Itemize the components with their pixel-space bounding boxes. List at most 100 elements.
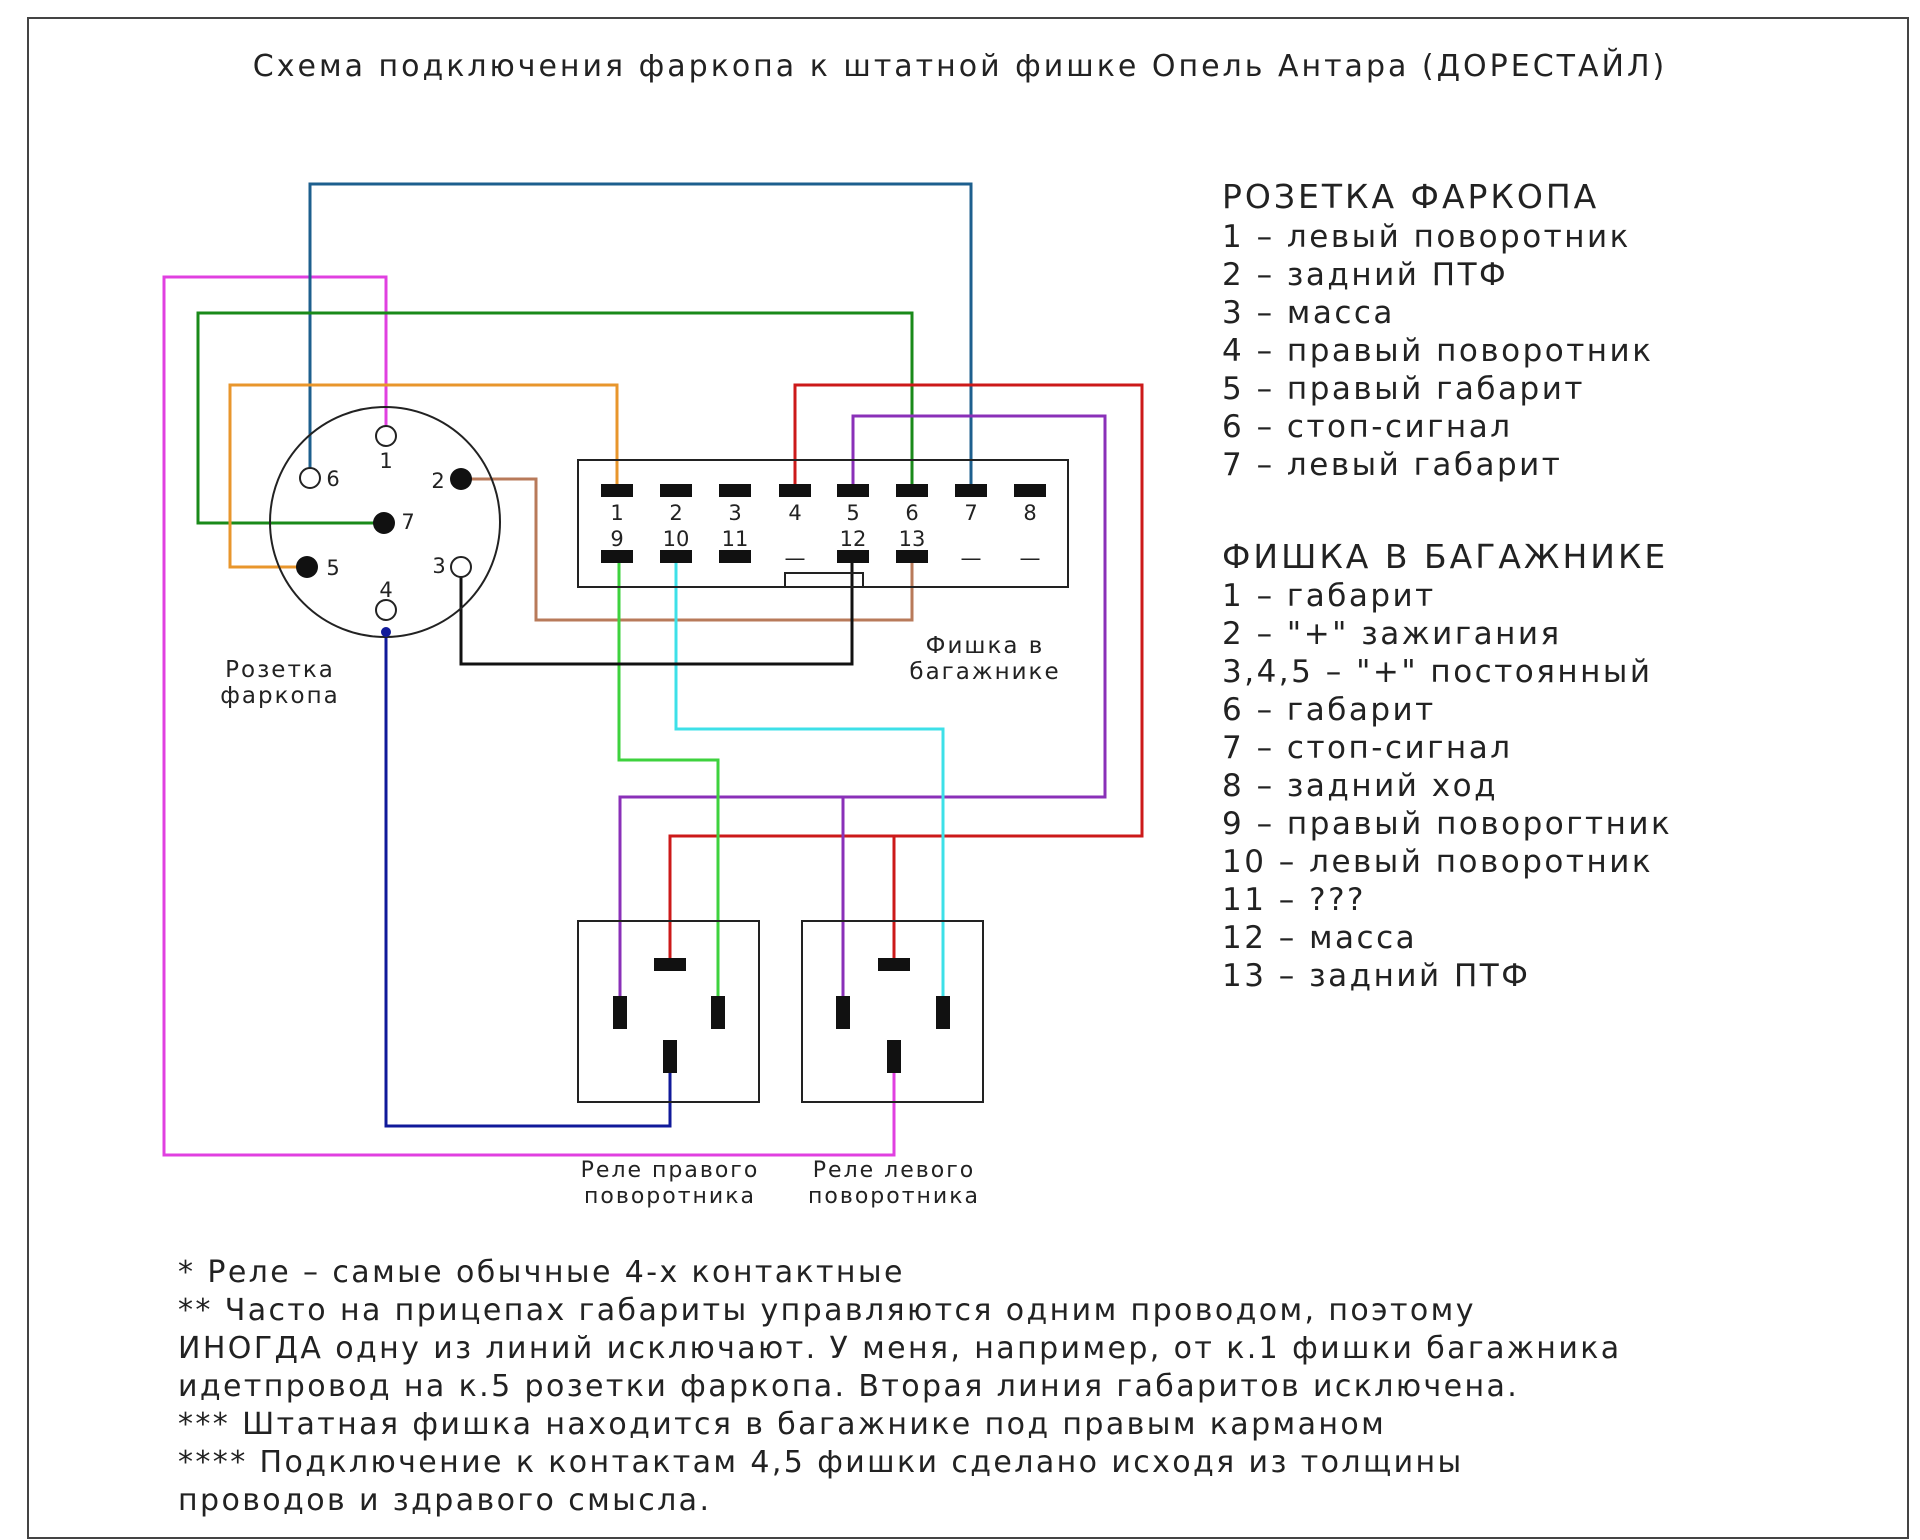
socket-label-line2: фаркопа — [220, 683, 339, 709]
socket-pin-label-5: 5 — [326, 556, 339, 580]
wire-red — [668, 383, 1144, 958]
socket-body — [269, 406, 501, 638]
relay-right-pin-right — [711, 996, 725, 1029]
connector-pin-bottom-1 — [601, 550, 633, 563]
connector-pin-label-top-8: 8 — [1023, 501, 1036, 525]
connector-body — [577, 459, 1069, 588]
relay-right-body — [577, 920, 760, 1103]
connector-pin-top-8 — [1014, 484, 1046, 497]
legend-connector-heading: ФИШКА В БАГАЖНИКЕ — [1222, 537, 1668, 576]
legend-connector-item-2: 2 – "+" зажигания — [1222, 616, 1562, 652]
legend-connector-item-7: 9 – правый поворогтник — [1222, 806, 1672, 842]
legend-connector-item-10: 12 – масса — [1222, 920, 1417, 956]
footnote-line-2: ** Часто на прицепах габариты управляютс… — [178, 1293, 1476, 1328]
socket-label-line1: Розетка — [225, 657, 335, 683]
connector-pin-label-top-7: 7 — [964, 501, 977, 525]
socket-pin-6 — [299, 467, 321, 489]
relay-left-pin-right — [936, 996, 950, 1029]
relay-left-pin-bottom — [887, 1040, 901, 1073]
wire-purple — [618, 414, 1107, 1000]
socket-pin-label-2: 2 — [431, 469, 444, 493]
legend-connector-item-6: 8 – задний ход — [1222, 768, 1498, 804]
connector-pin-label-top-1: 1 — [610, 501, 623, 525]
relay-right-pin-bottom — [663, 1040, 677, 1073]
connector-pin-top-3 — [719, 484, 751, 497]
connector-pin-top-6 — [896, 484, 928, 497]
connector-pin-label-bottom-6: 13 — [899, 527, 926, 551]
connector-pin-label-top-2: 2 — [669, 501, 682, 525]
legend-socket-heading: РОЗЕТКА ФАРКОПА — [1222, 177, 1599, 216]
socket-pin-7 — [373, 512, 395, 534]
wire-magenta — [162, 275, 896, 1157]
socket-pin-label-6: 6 — [326, 467, 339, 491]
connector-pin-bottom-2 — [660, 550, 692, 563]
socket-pin-3 — [450, 556, 472, 578]
socket-pin-4-terminal — [381, 627, 391, 637]
legend-connector-item-8: 10 – левый поворотник — [1222, 844, 1653, 880]
page-frame — [27, 17, 1909, 1539]
connector-pin-top-5 — [837, 484, 869, 497]
footnote-line-4: идетпровод на к.5 розетки фаркопа. Втора… — [178, 1369, 1519, 1404]
relay-right-pin-top — [654, 958, 686, 971]
legend-socket-item-6: 6 – стоп-сигнал — [1222, 409, 1513, 445]
footnote-line-6: **** Подключение к контактам 4,5 фишки с… — [178, 1445, 1464, 1480]
connector-pin-label-bottom-7: — — [961, 546, 982, 570]
wire-lime — [617, 560, 720, 1000]
relay-right-turn: Реле правого поворотника — [577, 920, 760, 1209]
legend-socket-item-3: 3 – масса — [1222, 295, 1395, 331]
connector-pin-top-4 — [779, 484, 811, 497]
connector-label-line2: багажнике — [909, 659, 1060, 685]
connector-pin-bottom-6 — [896, 550, 928, 563]
footnote-line-1: * Реле – самые обычные 4-х контактные — [178, 1255, 905, 1290]
connector-key — [784, 572, 864, 588]
relay-right-pin-left — [613, 996, 627, 1029]
wire-black — [459, 560, 854, 666]
relay-right-label-line1: Реле правого — [581, 1158, 760, 1183]
socket-pin-label-3: 3 — [432, 554, 445, 578]
connector-pin-label-top-4: 4 — [788, 501, 801, 525]
wire-green — [196, 311, 914, 525]
footnote-line-3: ИНОГДА одну из линий исключают. У меня, … — [178, 1331, 1622, 1366]
legend-connector-item-3: 3,4,5 – "+" постоянный — [1222, 654, 1653, 690]
relay-left-pin-left — [836, 996, 850, 1029]
connector-pin-label-bottom-3: 11 — [722, 527, 749, 551]
socket-pin-4 — [375, 599, 397, 621]
footnote-line-7: проводов и здравого смысла. — [178, 1483, 711, 1518]
socket-pin-label-4: 4 — [379, 578, 392, 602]
socket-pin-label-1: 1 — [379, 449, 392, 473]
socket-pin-5 — [296, 556, 318, 578]
legend-socket-item-1: 1 – левый поворотник — [1222, 219, 1631, 255]
wire-cyan — [674, 560, 945, 1000]
connector-pin-label-bottom-5: 12 — [840, 527, 867, 551]
socket-pin-1 — [375, 425, 397, 447]
wires — [162, 182, 1144, 1157]
wire-brown — [461, 477, 914, 622]
legend-connector-item-1: 1 – габарит — [1222, 578, 1436, 614]
connector-pin-top-1 — [601, 484, 633, 497]
connector-pin-label-top-3: 3 — [728, 501, 741, 525]
socket-pin-label-7: 7 — [401, 510, 414, 534]
footnote-line-5: *** Штатная фишка находится в багажнике … — [178, 1407, 1386, 1442]
legend-socket-item-7: 7 – левый габарит — [1222, 447, 1562, 483]
legend-socket-item-4: 4 – правый поворотник — [1222, 333, 1653, 369]
connector-pin-label-bottom-4: — — [785, 546, 806, 570]
wire-orange — [228, 383, 619, 569]
relay-left-pin-top — [878, 958, 910, 971]
footnotes: * Реле – самые обычные 4-х контактные** … — [178, 1255, 1622, 1518]
connector-pin-top-2 — [660, 484, 692, 497]
wire-blue — [308, 182, 973, 490]
towbar-socket: 1 2 3 4 5 6 7 Розетка фаркопа — [220, 406, 501, 709]
legend-connector-item-5: 7 – стоп-сигнал — [1222, 730, 1513, 766]
connector-pin-bottom-5 — [837, 550, 869, 563]
legend-connector-item-9: 11 – ??? — [1222, 882, 1366, 918]
legend-socket-item-5: 5 – правый габарит — [1222, 371, 1585, 407]
connector-pin-label-bottom-2: 10 — [663, 527, 690, 551]
connector-label-line1: Фишка в — [926, 633, 1045, 659]
diagram-title: Схема подключения фаркопа к штатной фишк… — [253, 48, 1667, 84]
relay-left-label-line1: Реле левого — [813, 1158, 975, 1183]
relay-left-label-line2: поворотника — [808, 1184, 980, 1209]
